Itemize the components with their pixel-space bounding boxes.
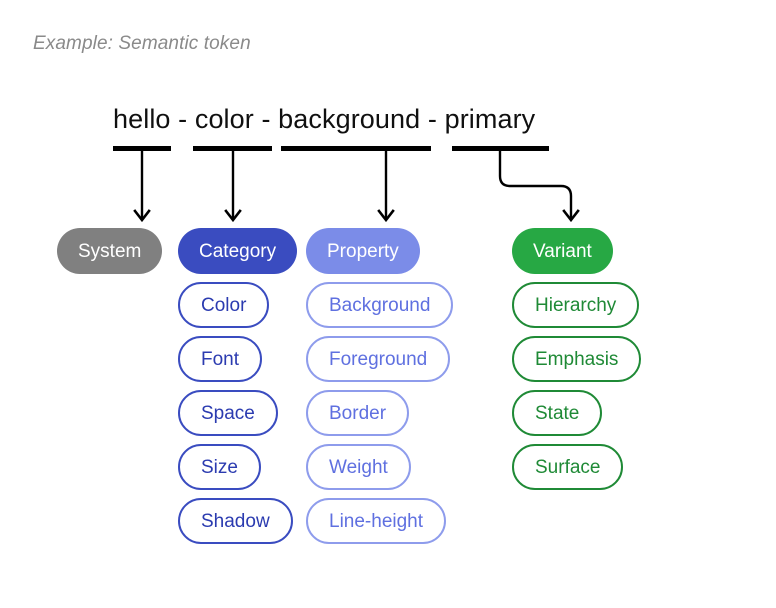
column-header-variant[interactable]: Variant [512,228,613,274]
column-property: Property Background Foreground Border We… [306,228,454,544]
connector-variant-elbow [498,151,573,218]
underline-bar-category [193,146,272,151]
category-item-size[interactable]: Size [178,444,261,490]
underline-bar-system [113,146,171,151]
column-header-property[interactable]: Property [306,228,420,274]
arrowhead-property [377,209,395,223]
category-item-font[interactable]: Font [178,336,263,382]
token-string: hello - color - background - primary [113,104,535,135]
token-separator: - [253,104,279,134]
property-item-weight[interactable]: Weight [306,444,411,490]
underline-bar-property [281,146,431,151]
caption-label: Example: Semantic token [33,33,251,54]
underline-bar-variant [452,146,549,151]
column-header-category[interactable]: Category [178,228,298,274]
column-header-system[interactable]: System [57,228,163,274]
variant-item-emphasis[interactable]: Emphasis [512,336,642,382]
variant-item-surface[interactable]: Surface [512,444,624,490]
column-category: Category Color Font Space Size Shadow [178,228,298,544]
arrowhead-category [224,209,242,223]
property-item-line-height[interactable]: Line-height [306,498,447,544]
property-item-border[interactable]: Border [306,390,410,436]
variant-item-state[interactable]: State [512,390,603,436]
token-separator: - [420,104,445,134]
column-system: System [57,228,163,274]
category-item-color[interactable]: Color [178,282,270,328]
token-segment-category: color [194,104,254,134]
token-segment-system: hello [113,104,171,134]
token-segment-property: background [278,104,421,134]
column-variant: Variant Hierarchy Emphasis State Surface [512,228,642,490]
property-item-background[interactable]: Background [306,282,454,328]
category-item-space[interactable]: Space [178,390,278,436]
token-separator: - [170,104,195,134]
property-item-foreground[interactable]: Foreground [306,336,451,382]
arrowhead-variant [562,209,580,223]
variant-item-hierarchy[interactable]: Hierarchy [512,282,640,328]
category-item-shadow[interactable]: Shadow [178,498,293,544]
token-segment-variant: primary [444,104,536,134]
arrowhead-system [133,209,151,223]
